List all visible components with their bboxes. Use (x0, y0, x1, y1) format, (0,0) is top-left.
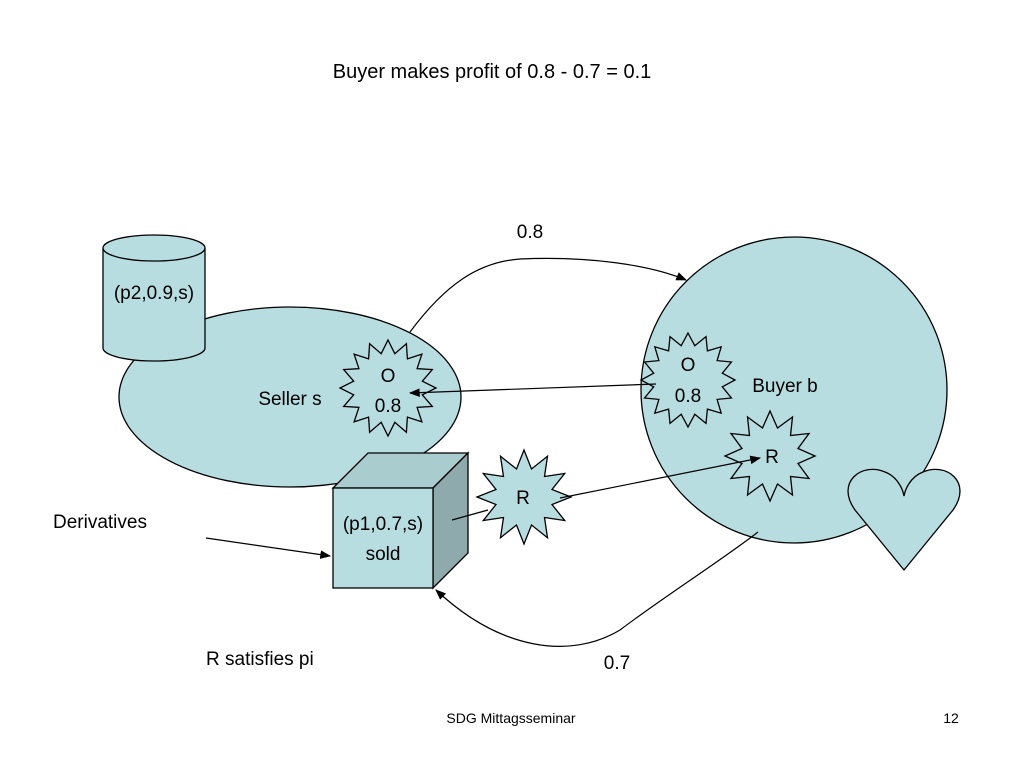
buyer-request-label: R (765, 447, 779, 468)
buyer-offer-label-line1: O (681, 355, 696, 376)
page-number: 12 (943, 710, 959, 726)
buyer-request-star (723, 409, 817, 503)
buyer-offer-label-line2: 0.8 (675, 386, 701, 407)
payment-top-label: 0.8 (517, 222, 543, 243)
buyer-label: Buyer b (752, 376, 817, 397)
database-cylinder (102, 234, 206, 362)
cube-label-line2: sold (366, 544, 401, 565)
derivatives-label: Derivatives (53, 512, 147, 533)
payment-arrow-bottom (435, 531, 759, 647)
slide-title: Buyer makes profit of 0.8 - 0.7 = 0.1 (333, 61, 652, 83)
request-label: R (516, 488, 530, 509)
satisfies-label: R satisfies pi (206, 649, 314, 670)
request-arrow (559, 455, 762, 499)
cube-label-line1: (p1,0.7,s) (343, 514, 423, 535)
sold-cube (331, 451, 470, 590)
payment-bottom-label: 0.7 (604, 653, 630, 674)
seller-offer-label-line1: O (381, 366, 396, 387)
seller-label: Seller s (258, 389, 321, 410)
offer-transfer-arrow (408, 383, 657, 397)
buyer-offer-star (639, 331, 737, 429)
heart-shape (847, 468, 961, 572)
payment-arrow-top (409, 257, 687, 333)
seller-offer-star (338, 338, 438, 438)
derivatives-arrow (205, 537, 332, 559)
cube-request-connector (451, 509, 489, 521)
database-label: (p2,0.9,s) (114, 283, 194, 304)
footer-text: SDG Mittagsseminar (446, 710, 575, 726)
seller-offer-label-line2: 0.8 (375, 396, 401, 417)
request-star (475, 448, 573, 546)
